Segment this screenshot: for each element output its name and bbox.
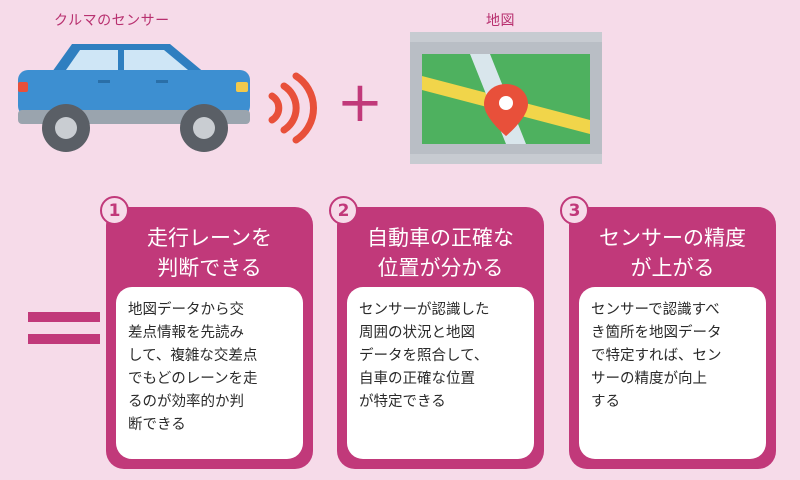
- card-title: センサーの精度 が上がる: [599, 226, 746, 280]
- plus-sign: +: [336, 70, 384, 135]
- card-body: 地図データから交 差点情報を先読み して、複雑な交差点 でもどのレーンを走 るの…: [116, 287, 303, 459]
- step-number-badge: 2: [329, 196, 358, 225]
- card-body: センサーで認識すべ き箇所を地図データ で特定すれば、セン サーの精度が向上 す…: [579, 287, 766, 459]
- step-number-badge: 1: [100, 196, 129, 225]
- map-icon: [410, 32, 602, 164]
- card-title: 走行レーンを 判断できる: [147, 226, 272, 280]
- map-label: 地図: [486, 13, 515, 29]
- benefit-card-3: センサーの精度 が上がる センサーで認識すべ き箇所を地図データ で特定すれば、…: [569, 207, 776, 469]
- car-sensor-label: クルマのセンサー: [54, 13, 170, 29]
- signal-waves-icon: [268, 72, 317, 144]
- benefit-card-1: 走行レーンを 判断できる 地図データから交 差点情報を先読み して、複雑な交差点…: [106, 207, 313, 469]
- benefit-card-2: 自動車の正確な 位置が分かる センサーが認識した 周囲の状況と地図 データを照合…: [337, 207, 544, 469]
- equals-sign: [28, 300, 100, 360]
- card-body: センサーが認識した 周囲の状況と地図 データを照合して、 自車の正確な位置 が特…: [347, 287, 534, 459]
- car-icon: [18, 44, 250, 152]
- card-title: 自動車の正確な 位置が分かる: [367, 226, 514, 280]
- step-number-badge: 3: [560, 196, 589, 225]
